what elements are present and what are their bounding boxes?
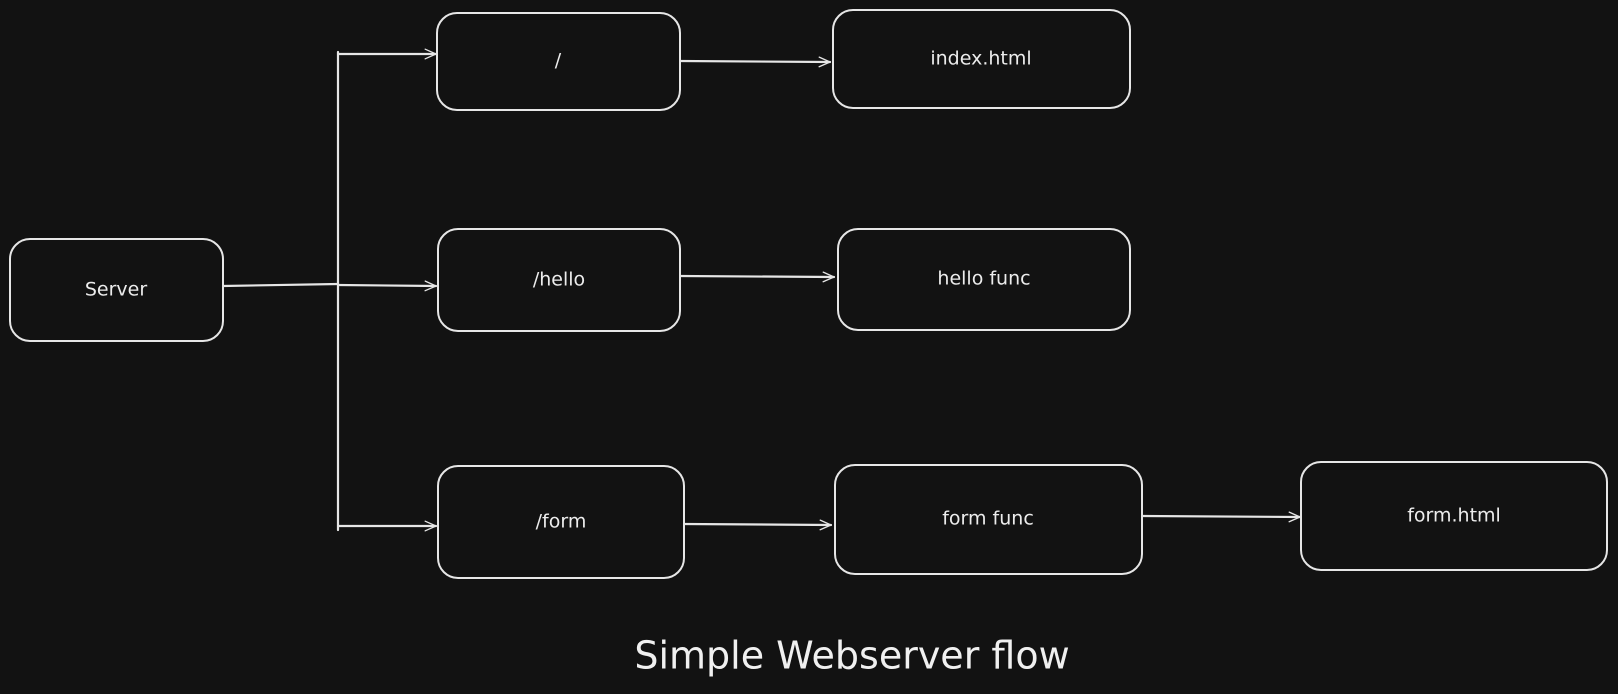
node-route-root-label: / bbox=[555, 50, 562, 72]
node-hello-func: hello func bbox=[837, 228, 1131, 331]
node-route-hello-label: /hello bbox=[533, 269, 585, 291]
node-route-root: / bbox=[436, 12, 681, 111]
node-form-func: form func bbox=[834, 464, 1143, 575]
node-index-html-label: index.html bbox=[930, 48, 1031, 70]
edge-hello-to-hellofunc bbox=[678, 276, 836, 277]
node-server-label: Server bbox=[85, 279, 147, 301]
edge-formfunc-to-formhtml bbox=[1141, 516, 1302, 517]
edge-root-to-index bbox=[678, 61, 832, 62]
node-route-form-label: /form bbox=[536, 511, 587, 533]
node-route-form: /form bbox=[437, 465, 685, 579]
diagram-title: Simple Webserver flow bbox=[634, 634, 1069, 678]
node-index-html: index.html bbox=[832, 9, 1131, 109]
edge-form-to-formfunc bbox=[682, 524, 833, 525]
node-route-hello: /hello bbox=[437, 228, 681, 332]
node-form-html-label: form.html bbox=[1407, 505, 1501, 527]
node-form-func-label: form func bbox=[942, 508, 1034, 530]
edges bbox=[221, 52, 1302, 530]
edge-trunk-to-hello bbox=[336, 285, 438, 286]
edge-server-to-trunk bbox=[221, 282, 340, 288]
node-form-html: form.html bbox=[1300, 461, 1608, 571]
node-hello-func-label: hello func bbox=[937, 268, 1030, 290]
node-server: Server bbox=[9, 238, 224, 342]
